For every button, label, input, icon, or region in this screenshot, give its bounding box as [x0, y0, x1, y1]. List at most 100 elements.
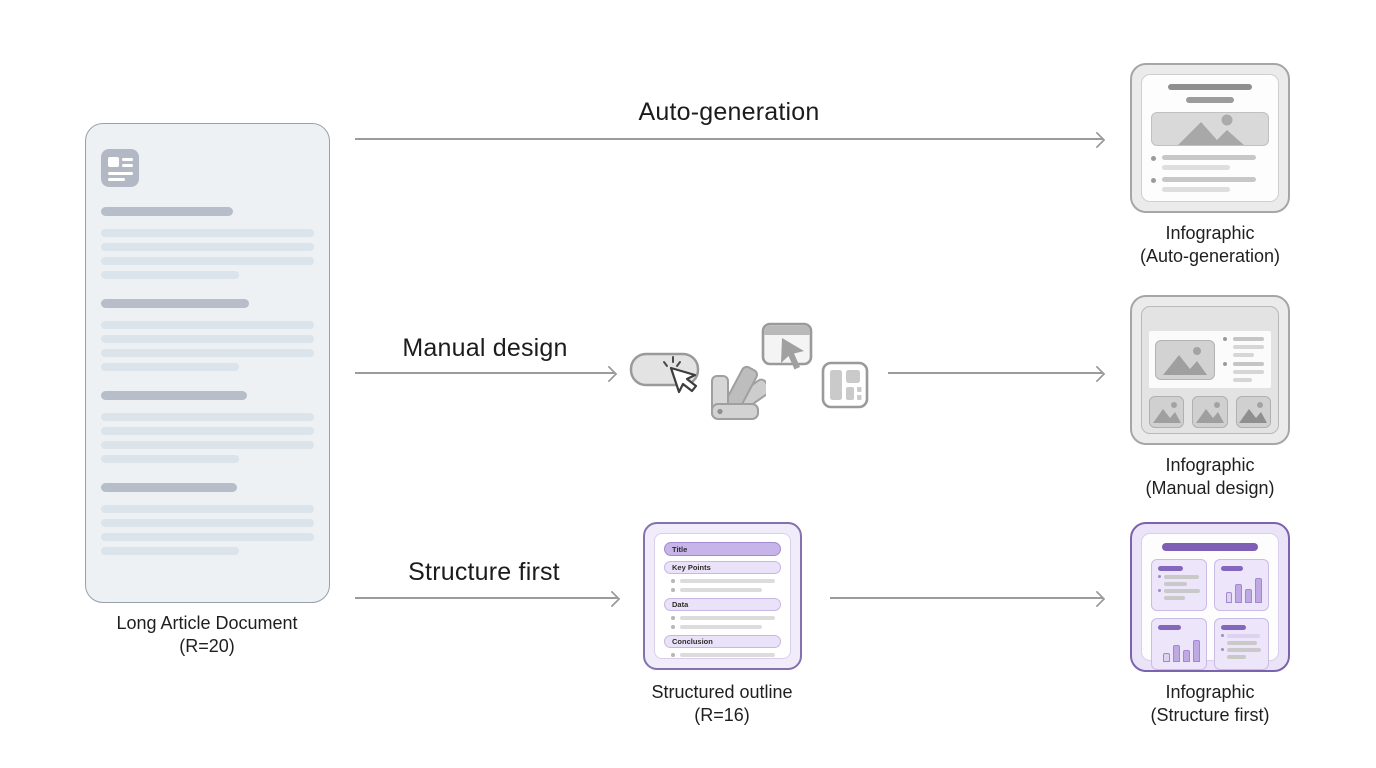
bullet-line — [1162, 176, 1257, 182]
skeleton-line — [101, 271, 239, 279]
bar — [1255, 578, 1262, 603]
image-placeholder — [1235, 396, 1271, 428]
bar-chart — [1163, 635, 1200, 662]
bullet-line — [1226, 648, 1261, 652]
mountain-icon — [1239, 402, 1268, 423]
document-section — [101, 391, 314, 463]
bullet-dot — [1223, 362, 1227, 366]
bullet-line — [1233, 370, 1264, 374]
source-document-caption: Long Article Document (R=20) — [82, 612, 332, 658]
outline-bullet-row — [671, 625, 781, 629]
bullet-line — [1164, 589, 1200, 593]
layout-grid-icon — [821, 361, 869, 409]
structure-panel-text — [1213, 618, 1269, 670]
bullet-line — [1226, 634, 1260, 638]
bar — [1245, 589, 1253, 603]
bullet-line — [1233, 362, 1264, 366]
outline-bullet-row — [671, 588, 781, 592]
outline-section-pill-conclusion: Conclusion — [664, 635, 781, 648]
infographic-auto-card — [1130, 63, 1290, 213]
infographic-auto-caption: Infographic (Auto-generation) — [1139, 223, 1281, 266]
skeleton-line — [101, 335, 314, 343]
document-section — [101, 207, 314, 279]
skeleton-heading — [101, 483, 237, 492]
outline-bullet-row — [671, 579, 781, 583]
route-label-manual-design: Manual design — [402, 334, 568, 362]
skeleton-line — [101, 413, 314, 421]
bullet-line — [1162, 186, 1231, 192]
panel-heading-bar — [1158, 625, 1181, 630]
bullet-line — [1164, 575, 1200, 579]
bullet-line — [679, 616, 775, 620]
mountain-icon — [1152, 402, 1181, 423]
skeleton-line — [101, 229, 314, 237]
mini-subtitle-bar — [1186, 96, 1234, 103]
infographic-manual-card — [1130, 295, 1290, 445]
structure-panel-chart — [1151, 618, 1207, 670]
button-click-icon — [629, 352, 700, 394]
mountain-icon — [1177, 114, 1245, 145]
structured-outline-caption: Structured outline (R=16) — [651, 682, 793, 725]
bullet-line — [1233, 345, 1264, 349]
outline-section-pill-key-points: Key Points — [664, 561, 781, 574]
image-placeholder — [1149, 396, 1185, 428]
skeleton-line — [101, 257, 314, 265]
infographic-structure-caption: Infographic (Structure first) — [1150, 682, 1270, 725]
structure-panel-chart — [1213, 559, 1269, 611]
mini-thumb-row — [1149, 396, 1271, 428]
bullet-dot — [1220, 648, 1224, 652]
bullet-dot — [1158, 575, 1161, 579]
skeleton-heading — [101, 207, 233, 216]
article-icon — [101, 149, 139, 187]
bullet-line — [1233, 337, 1264, 341]
bar — [1172, 645, 1180, 662]
skeleton-line — [101, 505, 314, 513]
bar — [1182, 650, 1190, 662]
bullet-row — [1223, 362, 1265, 382]
bullet-line — [679, 588, 762, 592]
bullet-dot — [1223, 337, 1227, 341]
skeleton-heading — [101, 391, 247, 400]
skeleton-line — [101, 533, 314, 541]
bar — [1163, 653, 1170, 662]
source-caption-line1: Long Article Document — [116, 613, 298, 633]
bullet-dot — [671, 653, 675, 657]
article-icon-thumb — [108, 157, 119, 167]
bullet-dot — [671, 579, 675, 583]
bar-chart — [1225, 576, 1262, 603]
bullet-dot — [1220, 634, 1224, 638]
skeleton-line — [101, 455, 239, 463]
arrow-structure-2 — [830, 597, 1103, 599]
route-label-auto-generation: Auto-generation — [638, 98, 820, 126]
outline-bullet-row — [671, 653, 781, 657]
bullet-line — [679, 653, 775, 657]
bullet-line — [679, 579, 775, 583]
bullet-line — [1164, 582, 1187, 586]
bullet-line — [1226, 641, 1257, 645]
skeleton-line — [101, 547, 239, 555]
window-cursor-icon — [761, 322, 813, 370]
outline-section-pill-title: Title — [664, 542, 781, 556]
mountain-icon — [1195, 402, 1224, 423]
color-swatches-icon — [711, 365, 766, 420]
structure-panel-text — [1151, 559, 1207, 611]
bullet-line — [1164, 596, 1185, 600]
image-placeholder — [1155, 339, 1215, 380]
bullet-dot — [671, 588, 675, 592]
skeleton-heading — [101, 299, 249, 308]
skeleton-line — [101, 427, 314, 435]
arrow-structure-1 — [355, 597, 618, 599]
bullet-dot — [671, 625, 675, 629]
bullet-line — [1162, 154, 1257, 160]
bullet-line — [1162, 164, 1231, 170]
route-label-structure-first: Structure first — [408, 558, 560, 586]
bullet-row — [1151, 176, 1269, 192]
document-section — [101, 299, 314, 371]
skeleton-line — [101, 441, 314, 449]
bullet-row — [1151, 154, 1269, 170]
outline-bullet-row — [671, 616, 781, 620]
structured-outline-card: Title Key Points Data Conclusion — [643, 522, 802, 670]
skeleton-line — [101, 519, 314, 527]
arrow-manual-2 — [888, 372, 1103, 374]
